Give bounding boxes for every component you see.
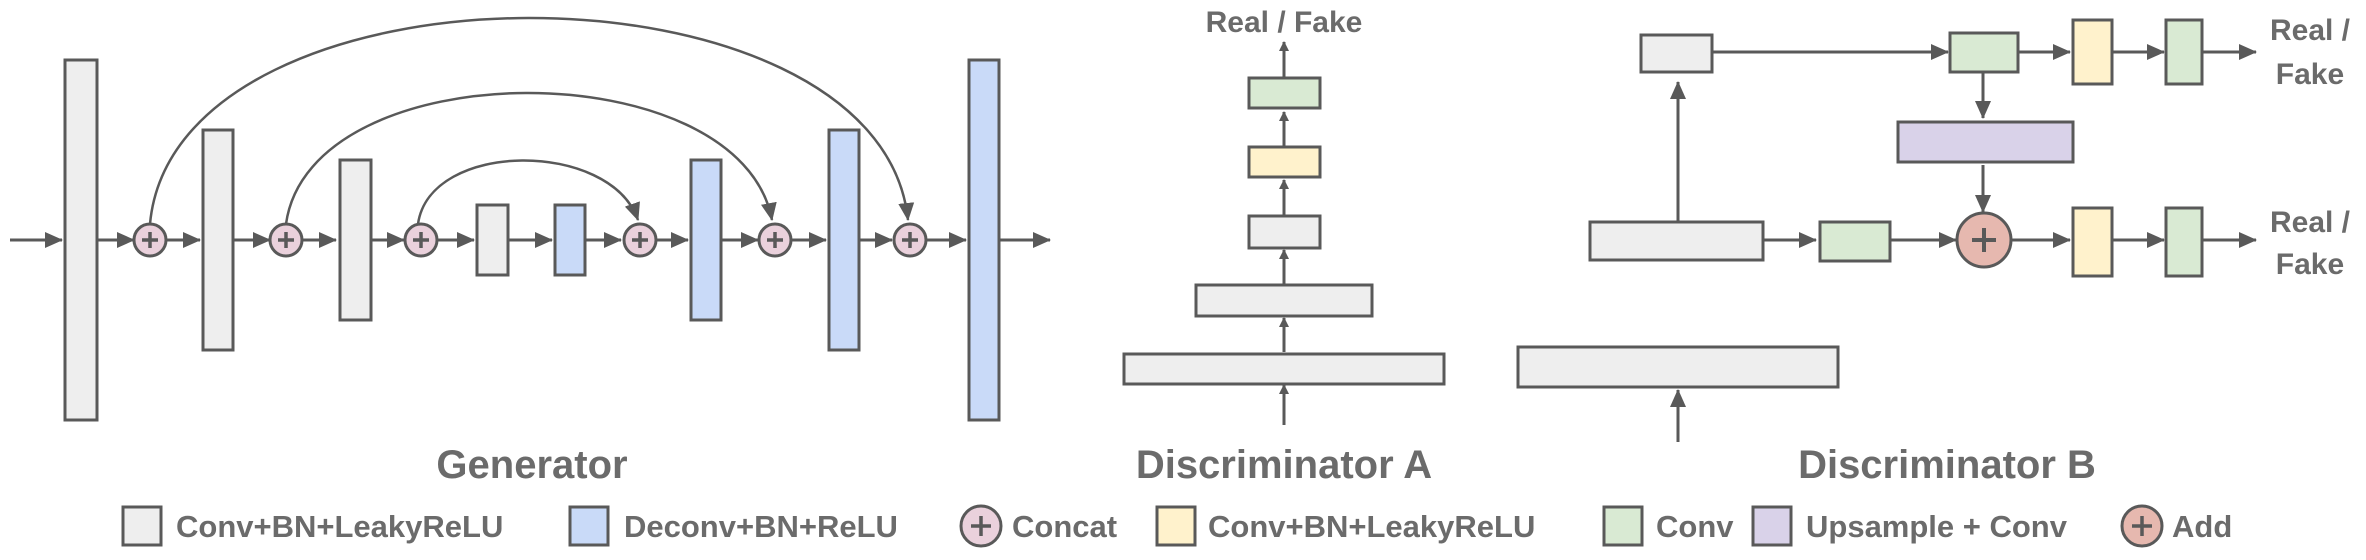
generator-conv-block-3	[338, 158, 373, 322]
legend-label-concat: Concat	[1012, 509, 1117, 544]
discriminator-a	[1122, 76, 1446, 386]
disc-b-mid-conv	[1818, 220, 1892, 263]
disc-a-yellow-conv-block	[1247, 145, 1322, 179]
concat-node-5	[757, 222, 793, 258]
concat-node-2	[268, 222, 304, 258]
generator	[63, 58, 1001, 422]
disc-b-conv-block-2	[1588, 220, 1765, 262]
section-titles: Generator Discriminator A Discriminator …	[436, 443, 2096, 487]
generator-deconv-block-2	[689, 158, 723, 322]
legend-concat-icon	[959, 504, 1003, 548]
legend	[121, 504, 2164, 548]
generator-title: Generator	[436, 443, 627, 487]
legend-swatch-conv	[1602, 505, 1644, 547]
legend-swatch-deconv-bn-relu	[568, 505, 610, 547]
generator-skip-connections	[148, 16, 915, 225]
legend-swatch-conv-bn-leakyrelu-yellow	[1155, 505, 1197, 547]
legend-labels: Conv+BN+LeakyReLU Deconv+BN+ReLU Concat …	[176, 509, 2232, 544]
disc-b-top-output-label-line1: Real /	[2270, 14, 2351, 47]
disc-a-conv-block-3	[1247, 214, 1322, 250]
discriminator-b-arrows	[1670, 44, 2257, 442]
disc-b-top-output-label-line2: Fake	[2276, 58, 2344, 91]
generator-deconv-block-4	[967, 58, 1001, 422]
discriminator-b	[1516, 18, 2204, 389]
disc-b-bottom-yellow-conv-block	[2071, 206, 2114, 278]
generator-conv-block-1	[63, 58, 99, 422]
legend-label-conv: Conv	[1656, 509, 1734, 544]
concat-node-4	[622, 222, 658, 258]
generator-deconv-block-3	[827, 128, 861, 352]
legend-swatch-conv-bn-leakyrelu	[121, 505, 163, 547]
legend-label-conv-bn-leakyrelu-yellow: Conv+BN+LeakyReLU	[1208, 509, 1535, 544]
add-node	[1955, 211, 2013, 269]
concat-node-3	[403, 222, 439, 258]
disc-b-bottom-output-label-line2: Fake	[2276, 248, 2344, 281]
disc-b-bottom-output-conv	[2164, 206, 2204, 278]
output-labels: Real / Fake Real / Fake Real / Fake	[1206, 6, 2351, 281]
disc-b-conv-block-3	[1639, 33, 1714, 74]
discriminator-a-title: Discriminator A	[1136, 443, 1432, 487]
concat-node-6	[892, 222, 928, 258]
legend-label-add: Add	[2172, 509, 2232, 544]
legend-label-upsample-conv: Upsample + Conv	[1806, 509, 2068, 544]
disc-b-top-output-conv	[2164, 18, 2204, 86]
generator-conv-block-4	[475, 203, 510, 277]
legend-label-conv-bn-leakyrelu: Conv+BN+LeakyReLU	[176, 509, 503, 544]
disc-a-conv-block-1	[1122, 352, 1446, 386]
disc-a-conv-block-2	[1194, 283, 1374, 318]
legend-swatch-upsample-conv	[1751, 505, 1793, 547]
disc-a-output-label: Real / Fake	[1206, 6, 1363, 39]
legend-add-icon	[2120, 504, 2164, 548]
concat-node-1	[132, 222, 168, 258]
generator-deconv-block-1	[553, 203, 587, 277]
disc-a-output-conv	[1247, 76, 1322, 110]
disc-b-upsample-conv	[1896, 120, 2075, 164]
disc-b-top-yellow-conv-block	[2071, 18, 2114, 86]
generator-conv-block-2	[201, 128, 235, 352]
disc-b-conv-block-1	[1516, 345, 1840, 389]
disc-b-top-conv	[1948, 31, 2020, 74]
discriminator-b-title: Discriminator B	[1798, 443, 2096, 487]
disc-b-bottom-output-label-line1: Real /	[2270, 206, 2351, 239]
legend-label-deconv-bn-relu: Deconv+BN+ReLU	[624, 509, 898, 544]
